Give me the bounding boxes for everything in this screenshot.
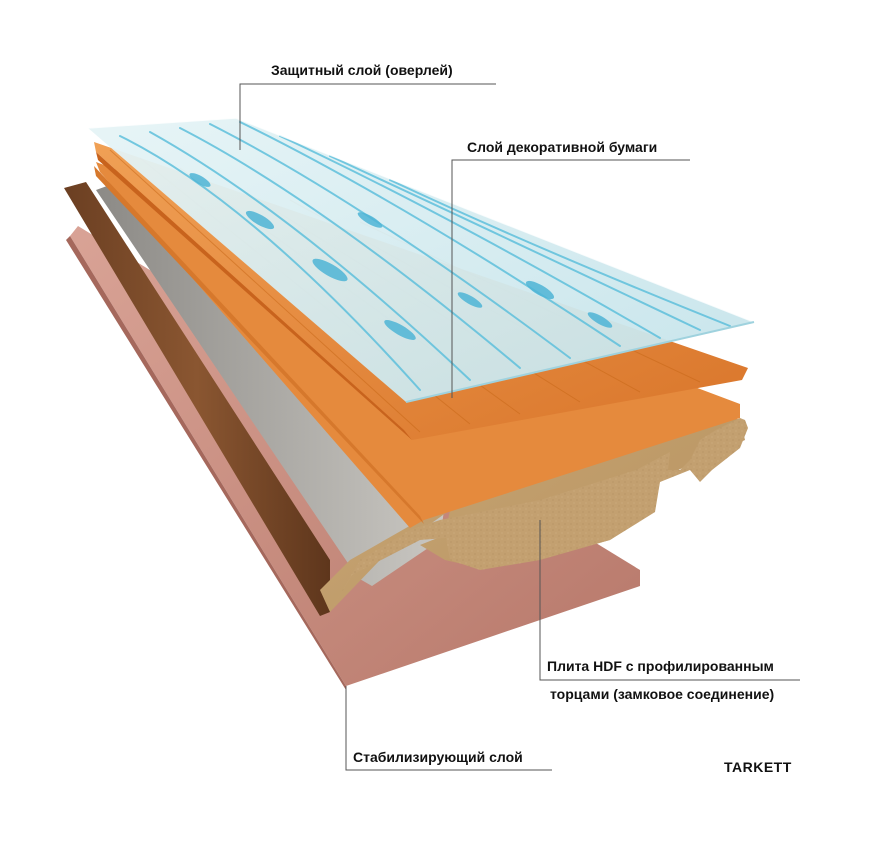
label-hdf-line2: торцами (замковое соединение) xyxy=(550,686,775,702)
brand-logo-text: TARKETT xyxy=(724,759,792,775)
leader-hdf xyxy=(539,520,800,681)
label-stabilizing: Стабилизирующий слой xyxy=(353,749,523,765)
leader-lines xyxy=(239,83,800,771)
leader-decor xyxy=(451,159,690,398)
label-decor-paper: Слой декоративной бумаги xyxy=(467,139,658,155)
overlay-layer xyxy=(87,117,755,403)
label-hdf-line1: Плита HDF с профилированным xyxy=(547,658,774,674)
label-overlay: Защитный слой (оверлей) xyxy=(271,62,453,78)
leader-overlay xyxy=(239,83,496,150)
leader-stabilizing xyxy=(345,686,552,771)
